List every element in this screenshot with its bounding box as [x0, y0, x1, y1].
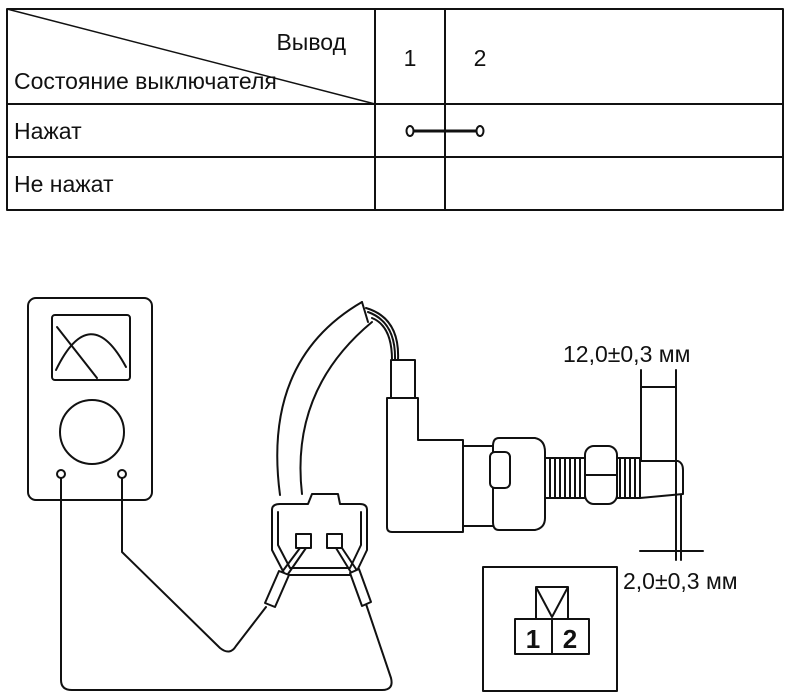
meter-needle — [56, 326, 98, 379]
connector-pin-slot — [326, 533, 343, 549]
terminal-right — [117, 469, 127, 479]
probe-tip-right — [349, 568, 372, 607]
pin-1-label: 1 — [526, 624, 540, 654]
meter-dial — [59, 399, 125, 465]
meter-display — [51, 314, 131, 381]
continuity-symbol — [405, 125, 485, 137]
probe-tip-left — [264, 570, 290, 608]
dimension-lines — [639, 369, 704, 561]
test-lead-right — [121, 477, 267, 653]
pin-2-label: 2 — [563, 624, 577, 654]
header-terminal: Вывод — [276, 29, 346, 55]
continuity-table: Вывод Состояние выключателя 1 2 Нажат Не… — [6, 8, 784, 211]
row-pressed-label: Нажат — [14, 118, 82, 144]
dimension-gap-label: 2,0±0,3 мм — [623, 568, 738, 594]
terminal-left — [56, 469, 66, 479]
harness-connector — [264, 493, 372, 608]
row-released-label: Не нажат — [14, 171, 114, 197]
test-lead-left — [60, 477, 393, 691]
connector-pin-slot — [295, 533, 312, 549]
column-2: 2 — [474, 45, 487, 71]
column-1: 1 — [404, 45, 417, 71]
dimension-stroke-label: 12,0±0,3 мм — [563, 341, 690, 367]
switch-cable — [276, 301, 400, 496]
header-diagonal — [6, 8, 376, 105]
brake-light-switch — [386, 359, 684, 533]
plunger — [639, 460, 684, 499]
multimeter — [27, 297, 153, 501]
connector-pinout: 1 2 — [482, 566, 618, 692]
header-state: Состояние выключателя — [14, 68, 277, 94]
